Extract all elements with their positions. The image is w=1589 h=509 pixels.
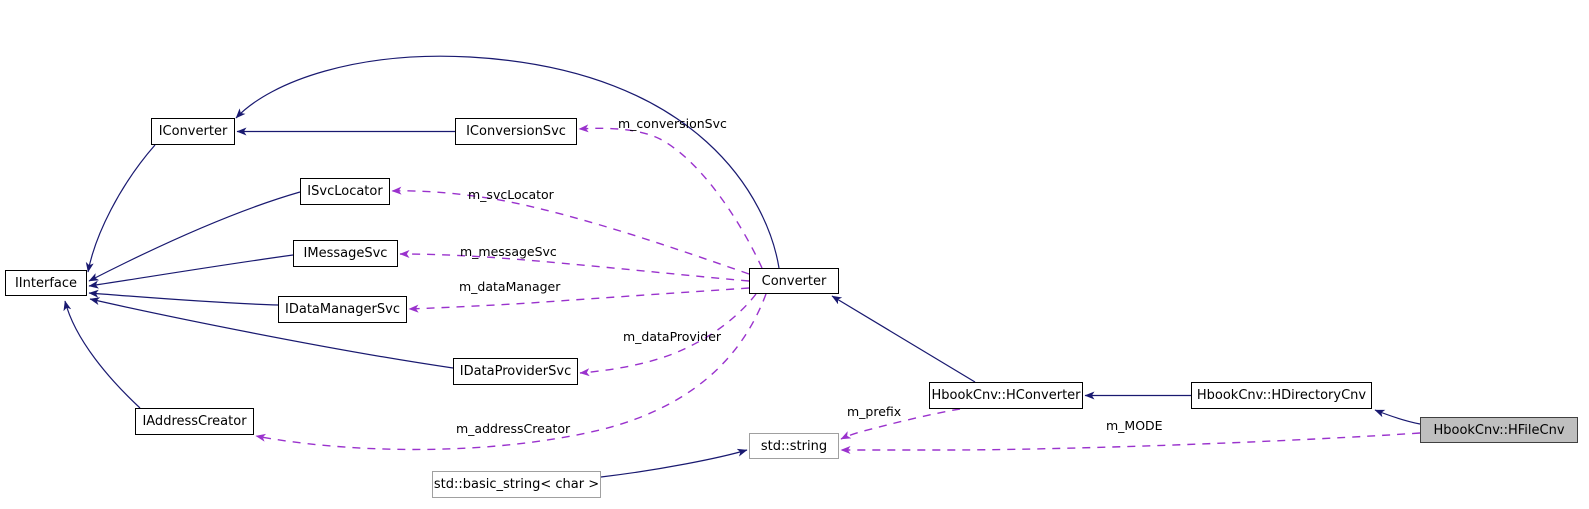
- node-label: IAddressCreator: [142, 414, 247, 429]
- node-std-string[interactable]: std::string: [749, 433, 839, 459]
- edge-hconverter-to-converter: [831, 295, 976, 383]
- edge-label-m-svclocator: m_svcLocator: [468, 187, 554, 202]
- node-label: IConversionSvc: [466, 124, 566, 139]
- node-label: HbookCnv::HConverter: [931, 388, 1081, 403]
- node-label: IMessageSvc: [303, 246, 388, 261]
- node-converter[interactable]: Converter: [749, 268, 839, 294]
- node-std-basic-string[interactable]: std::basic_string< char >: [432, 471, 601, 498]
- node-idataprovidersvc[interactable]: IDataProviderSvc: [453, 358, 578, 385]
- node-isvclocator[interactable]: ISvcLocator: [300, 178, 390, 205]
- node-label: IDataProviderSvc: [459, 364, 572, 379]
- edge-usage-m-addresscreator: [255, 293, 767, 451]
- edge-idatamanagersvc-to-iinterface: [88, 289, 279, 306]
- edge-label-m-prefix: m_prefix: [847, 404, 902, 419]
- node-iconverter[interactable]: IConverter: [151, 118, 235, 145]
- edge-label-m-messagesvc: m_messageSvc: [460, 244, 557, 259]
- edge-iconverter-to-iinterface: [85, 144, 156, 273]
- edge-label-m-addresscreator: m_addressCreator: [456, 421, 571, 436]
- node-label: HbookCnv::HDirectoryCnv: [1196, 388, 1367, 403]
- node-hbookcnv-hfilecnv[interactable]: HbookCnv::HFileCnv: [1420, 417, 1578, 443]
- usage-edges: [255, 124, 1421, 454]
- node-iinterface[interactable]: IInterface: [5, 270, 87, 296]
- node-label: Converter: [761, 273, 827, 289]
- node-label: IConverter: [158, 124, 228, 139]
- node-iaddresscreator[interactable]: IAddressCreator: [135, 408, 254, 435]
- edge-usage-m-svclocator: [391, 186, 750, 275]
- edge-usage-m-mode: [840, 432, 1421, 454]
- edge-label-m-mode: m_MODE: [1106, 418, 1163, 433]
- node-label: IInterface: [14, 275, 78, 291]
- node-iconversionsvc[interactable]: IConversionSvc: [455, 118, 577, 145]
- node-label: HbookCnv::HFileCnv: [1433, 422, 1565, 438]
- edge-label-m-conversionsvc: m_conversionSvc: [618, 116, 727, 131]
- node-label: std::string: [760, 438, 828, 454]
- edge-isvclocator-to-iinterface: [88, 191, 301, 282]
- edge-usage-m-dataprovider: [579, 293, 757, 377]
- node-label: ISvcLocator: [307, 184, 383, 199]
- edge-hfilecnv-to-hdirectorycnv: [1374, 409, 1421, 425]
- edge-usage-m-messagesvc: [399, 250, 750, 282]
- edge-idataprovidersvc-to-iinterface: [89, 297, 454, 369]
- node-label: std::basic_string< char >: [433, 477, 600, 492]
- edge-converter-to-iconverter: [235, 55, 780, 269]
- edge-basicstring-to-string: [600, 448, 748, 478]
- node-label: IDataManagerSvc: [285, 302, 400, 317]
- edge-imessagesvc-to-iinterface: [88, 254, 294, 289]
- node-idatamanagersvc[interactable]: IDataManagerSvc: [278, 296, 407, 323]
- node-imessagesvc[interactable]: IMessageSvc: [293, 240, 398, 267]
- edge-iaddresscreator-to-iinterface: [63, 300, 141, 409]
- edge-usage-m-conversionsvc: [578, 124, 763, 269]
- edge-usage-m-datamanager: [408, 287, 750, 313]
- node-hbookcnv-hdirectorycnv[interactable]: HbookCnv::HDirectoryCnv: [1191, 382, 1372, 409]
- edge-label-m-datamanager: m_dataManager: [459, 279, 561, 294]
- node-hbookcnv-hconverter[interactable]: HbookCnv::HConverter: [929, 382, 1083, 409]
- inheritance-edges: [63, 55, 1421, 478]
- edge-label-m-dataprovider: m_dataProvider: [623, 329, 722, 344]
